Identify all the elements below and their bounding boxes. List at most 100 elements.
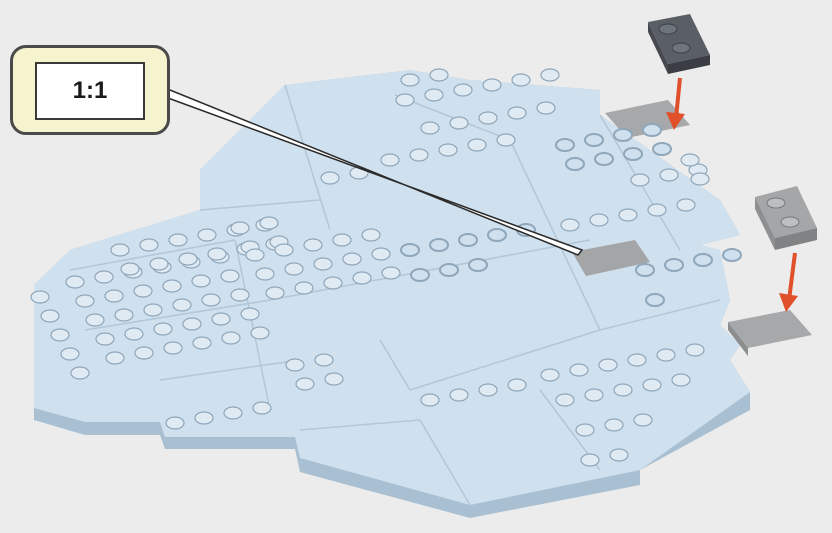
stud: [231, 289, 249, 301]
stud: [631, 174, 649, 186]
stud: [111, 244, 129, 256]
stud: [425, 89, 443, 101]
stud: [106, 352, 124, 364]
stud: [585, 389, 603, 401]
stud: [660, 169, 678, 181]
stud: [624, 148, 642, 160]
down-arrow-icon: [779, 253, 798, 312]
stud: [653, 143, 671, 155]
stud: [315, 354, 333, 366]
stud: [450, 389, 468, 401]
stud: [286, 359, 304, 371]
stud: [468, 139, 486, 151]
stud: [154, 323, 172, 335]
stud: [343, 253, 361, 265]
stud: [561, 219, 579, 231]
stud: [590, 214, 608, 226]
stud: [256, 268, 274, 280]
stud: [643, 124, 661, 136]
stud: [672, 374, 690, 386]
stud: [488, 229, 506, 241]
stud: [275, 244, 293, 256]
stud: [193, 337, 211, 349]
stud: [296, 378, 314, 390]
stud: [41, 310, 59, 322]
stud: [483, 79, 501, 91]
stud: [266, 287, 284, 299]
stud: [208, 248, 226, 260]
stud: [723, 249, 741, 261]
stud: [76, 295, 94, 307]
stud: [657, 349, 675, 361]
stud: [508, 107, 526, 119]
stud: [140, 239, 158, 251]
stud: [479, 384, 497, 396]
stud: [479, 112, 497, 124]
stud: [619, 209, 637, 221]
scale-label: 1:1: [35, 62, 145, 120]
stud: [260, 217, 278, 229]
stud: [169, 234, 187, 246]
stud: [105, 290, 123, 302]
stud: [665, 259, 683, 271]
stud: [430, 69, 448, 81]
stud: [285, 263, 303, 275]
stud: [628, 354, 646, 366]
stud: [163, 280, 181, 292]
stud: [430, 239, 448, 251]
stud: [173, 299, 191, 311]
stud: [566, 158, 584, 170]
stud: [125, 328, 143, 340]
stud: [212, 313, 230, 325]
stud: [61, 348, 79, 360]
stud: [537, 102, 555, 114]
stud: [643, 379, 661, 391]
stud: [325, 373, 343, 385]
scale-callout: 1:1: [10, 45, 170, 135]
stud: [95, 271, 113, 283]
stud: [570, 364, 588, 376]
stud: [246, 249, 264, 261]
stud: [556, 139, 574, 151]
stud: [304, 239, 322, 251]
stud: [610, 449, 628, 461]
stud: [198, 229, 216, 241]
stud: [192, 275, 210, 287]
stud: [541, 69, 559, 81]
stud: [599, 359, 617, 371]
stud: [202, 294, 220, 306]
stud: [646, 294, 664, 306]
stud: [585, 134, 603, 146]
stud: [581, 454, 599, 466]
stud: [222, 332, 240, 344]
stud: [251, 327, 269, 339]
stud: [401, 74, 419, 86]
stud: [459, 234, 477, 246]
stud: [324, 277, 342, 289]
stud: [614, 129, 632, 141]
stud: [179, 253, 197, 265]
stud: [410, 149, 428, 161]
stud: [164, 342, 182, 354]
stud: [183, 318, 201, 330]
stud: [614, 384, 632, 396]
stud: [681, 154, 699, 166]
stud: [605, 419, 623, 431]
stud: [241, 308, 259, 320]
stud: [96, 333, 114, 345]
stud: [512, 74, 530, 86]
stud: [134, 285, 152, 297]
stud: [556, 394, 574, 406]
stud: [411, 269, 429, 281]
stud: [362, 229, 380, 241]
stud: [195, 412, 213, 424]
stud: [115, 309, 133, 321]
stud: [439, 144, 457, 156]
stud: [421, 394, 439, 406]
stud: [691, 173, 709, 185]
stud: [636, 264, 654, 276]
stud: [221, 270, 239, 282]
stud: [396, 94, 414, 106]
stud: [576, 424, 594, 436]
stud: [686, 344, 704, 356]
